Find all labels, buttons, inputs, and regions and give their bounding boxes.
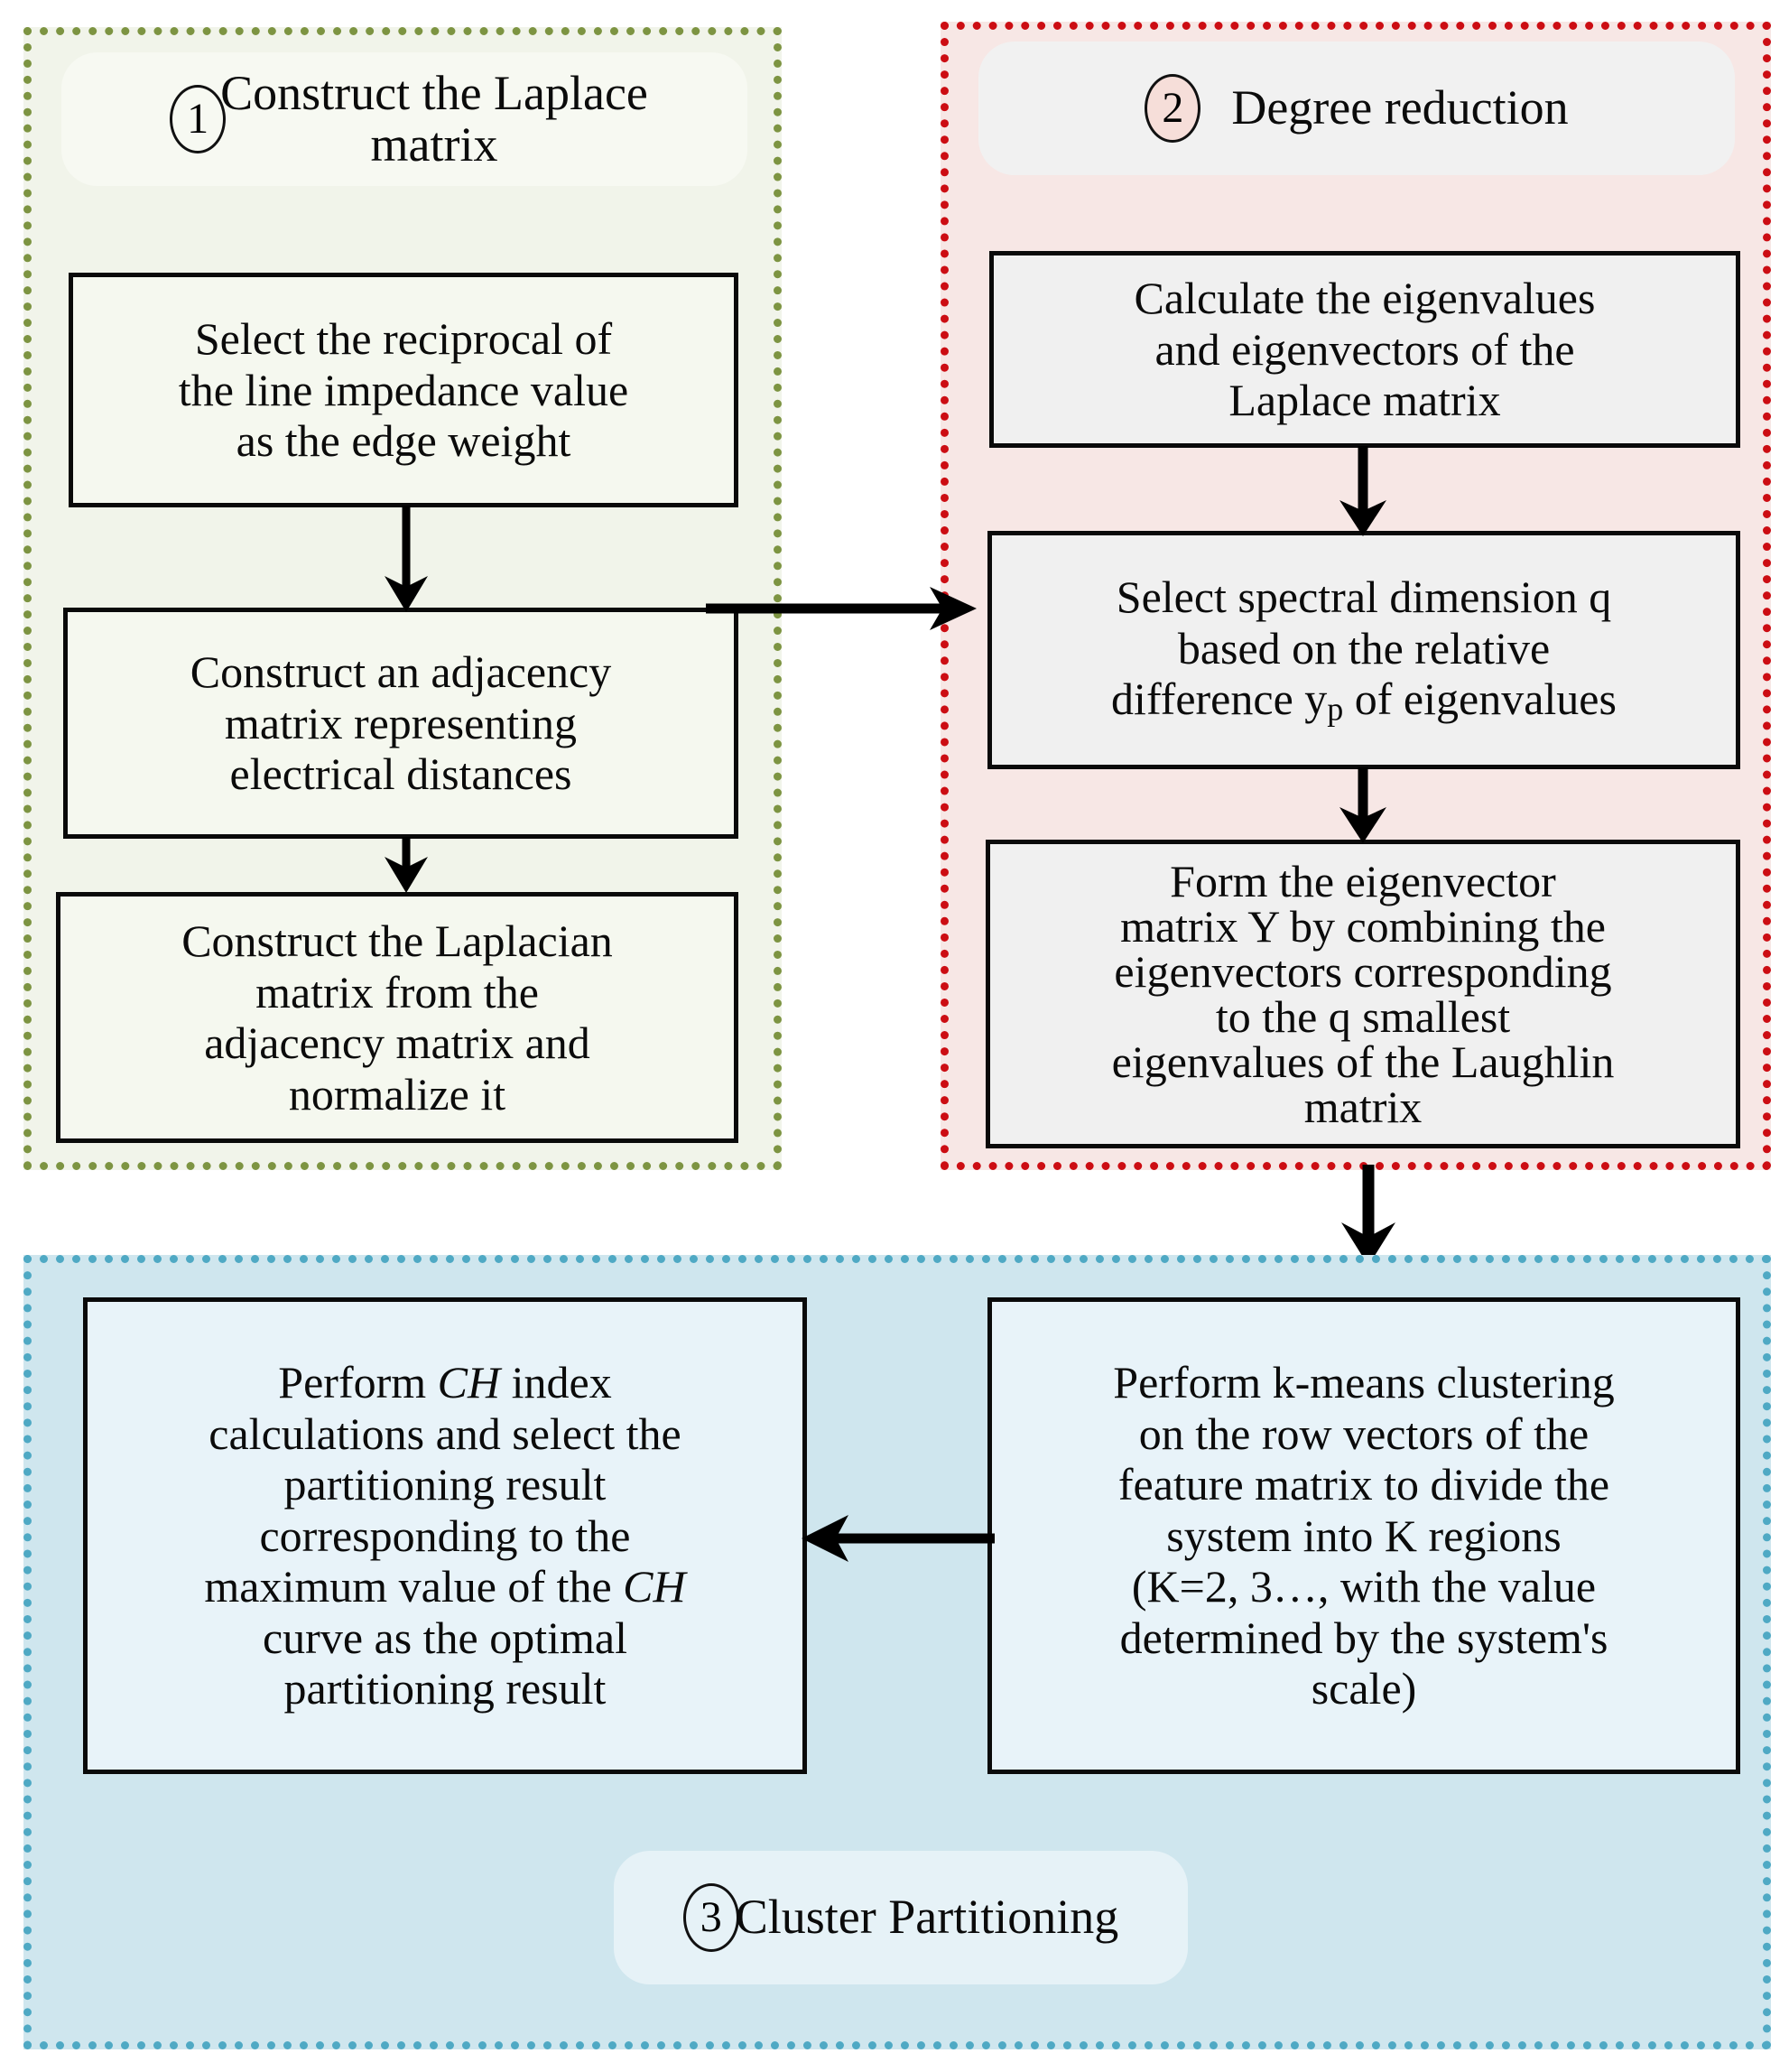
box-form-eigenvector-matrix-text: Form the eigenvector matrix Y by combini… bbox=[1111, 856, 1615, 1132]
panel-2-header: 2 Degree reduction bbox=[978, 42, 1735, 175]
box-select-edge-weight: Select the reciprocal of the line impeda… bbox=[69, 273, 738, 507]
step-badge-3: 3 bbox=[682, 1883, 739, 1952]
panel-1-title: Construct the Laplace matrix bbox=[220, 65, 648, 172]
arrow-down-edge-weight-to-adjacency bbox=[385, 506, 428, 612]
panel-3-header: 3 Cluster Partitioning bbox=[614, 1851, 1188, 1984]
step-badge-1: 1 bbox=[170, 85, 227, 153]
box-construct-adjacency-matrix-text: Construct an adjacency matrix representi… bbox=[190, 646, 612, 800]
box-construct-laplacian-matrix-text: Construct the Laplacian matrix from the … bbox=[181, 915, 613, 1120]
arrow-down-spectral-to-eigen-matrix bbox=[1339, 767, 1386, 843]
box-construct-adjacency-matrix: Construct an adjacency matrix representi… bbox=[63, 608, 738, 839]
box-select-edge-weight-text: Select the reciprocal of the line impeda… bbox=[178, 313, 629, 467]
box-perform-kmeans-clustering: Perform k-means clustering on the row ve… bbox=[987, 1297, 1740, 1774]
step-badge-2: 2 bbox=[1145, 74, 1201, 143]
box-calculate-eigenvalues: Calculate the eigenvalues and eigenvecto… bbox=[989, 251, 1740, 448]
panel-2-title: Degree reduction bbox=[1231, 80, 1569, 135]
arrow-right-panel1-to-panel2 bbox=[706, 587, 977, 630]
panel-3-title: Cluster Partitioning bbox=[735, 1890, 1119, 1945]
arrow-down-eigen-to-spectral bbox=[1339, 446, 1386, 536]
arrow-down-panel2-to-panel3 bbox=[1341, 1165, 1395, 1266]
box-calculate-eigenvalues-text: Calculate the eigenvalues and eigenvecto… bbox=[1134, 273, 1596, 426]
box-form-eigenvector-matrix: Form the eigenvector matrix Y by combini… bbox=[986, 840, 1740, 1148]
panel-1-header: 1 Construct the Laplace matrix bbox=[61, 52, 747, 186]
box-perform-kmeans-clustering-text: Perform k-means clustering on the row ve… bbox=[1113, 1357, 1615, 1714]
box-construct-laplacian-matrix: Construct the Laplacian matrix from the … bbox=[56, 892, 738, 1143]
arrow-left-kmeans-to-ch-index bbox=[802, 1515, 995, 1562]
arrow-down-adjacency-to-laplacian bbox=[385, 837, 428, 893]
